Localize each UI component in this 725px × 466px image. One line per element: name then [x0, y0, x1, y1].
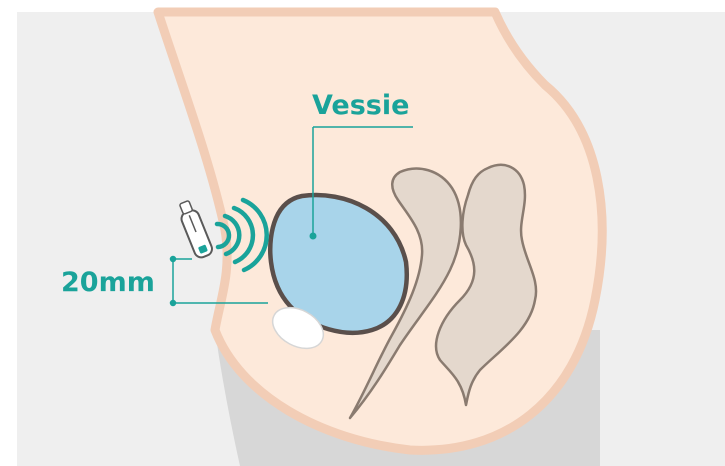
- organ-label: Vessie: [312, 90, 409, 121]
- distance-label: 20mm: [61, 267, 155, 298]
